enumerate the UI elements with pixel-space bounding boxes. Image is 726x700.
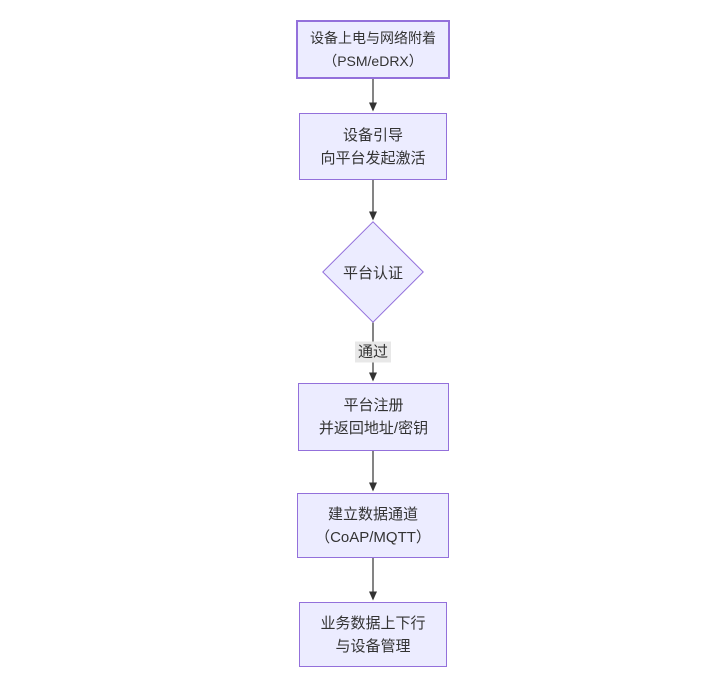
node-line: 平台注册 (343, 397, 404, 414)
node-line: 建立数据通道 (327, 505, 418, 523)
node-line: （CoAP/MQTT） (315, 528, 431, 546)
node-line: 向平台发起激活 (320, 149, 426, 167)
node-power-on-network-attach: 设备上电与网络附着 （PSM/eDRX） (296, 20, 450, 79)
node-line: （PSM/eDRX） (323, 52, 423, 69)
node-line: 设备上电与网络附着 (310, 29, 436, 46)
node-line: 并返回地址/密钥 (318, 420, 429, 437)
node-platform-register: 平台注册 并返回地址/密钥 (298, 383, 449, 451)
node-business-data-device-mgmt: 业务数据上下行 与设备管理 (299, 602, 447, 667)
node-device-bootstrap: 设备引导 向平台发起激活 (299, 113, 447, 180)
node-line: 业务数据上下行 (320, 614, 426, 632)
node-line: 与设备管理 (335, 637, 411, 655)
node-data-channel: 建立数据通道 （CoAP/MQTT） (297, 493, 449, 558)
node-line: 平台认证 (342, 264, 403, 282)
edge-label-pass: 通过 (354, 341, 392, 363)
node-line: 设备引导 (342, 126, 403, 144)
node-platform-authentication: 平台认证 (320, 221, 426, 323)
